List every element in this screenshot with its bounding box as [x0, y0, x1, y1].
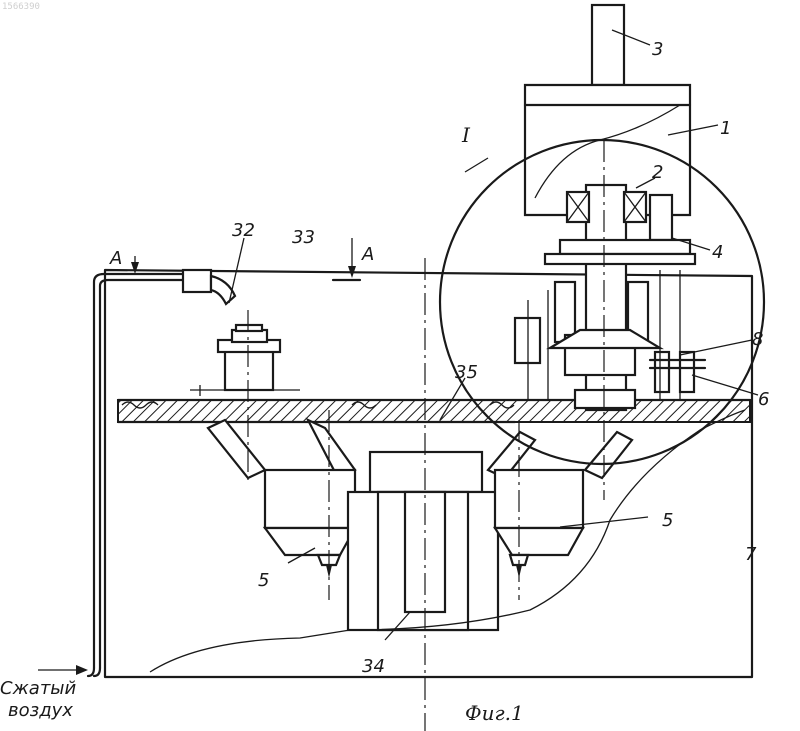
document-stamp: 1566390: [2, 2, 40, 12]
label-8: 8: [752, 329, 763, 350]
center-column-34: [348, 452, 498, 640]
spray-gun-right-5: [488, 420, 632, 600]
label-section-A-right: A: [361, 244, 374, 265]
label-4: 4: [712, 242, 723, 263]
figure-caption: Фиг.1: [465, 701, 524, 725]
label-34: 34: [362, 656, 385, 677]
label-5-left: 5: [258, 570, 269, 591]
label-35: 35: [455, 362, 478, 383]
motor-3: [592, 5, 624, 85]
label-5-right: 5: [662, 510, 673, 531]
label-7: 7: [745, 544, 757, 565]
label-1: 1: [720, 118, 731, 139]
label-detail-I: I: [461, 123, 471, 147]
air-label-line2: воздух: [8, 700, 73, 721]
label-33: 33: [292, 227, 315, 248]
label-3: 3: [652, 39, 663, 60]
label-32: 32: [232, 220, 255, 241]
air-label-line1: Сжатый: [0, 678, 77, 699]
label-2: 2: [652, 162, 663, 183]
label-6: 6: [758, 389, 769, 410]
label-section-A-left: A: [109, 248, 122, 269]
left-drive-unit: [190, 325, 300, 396]
